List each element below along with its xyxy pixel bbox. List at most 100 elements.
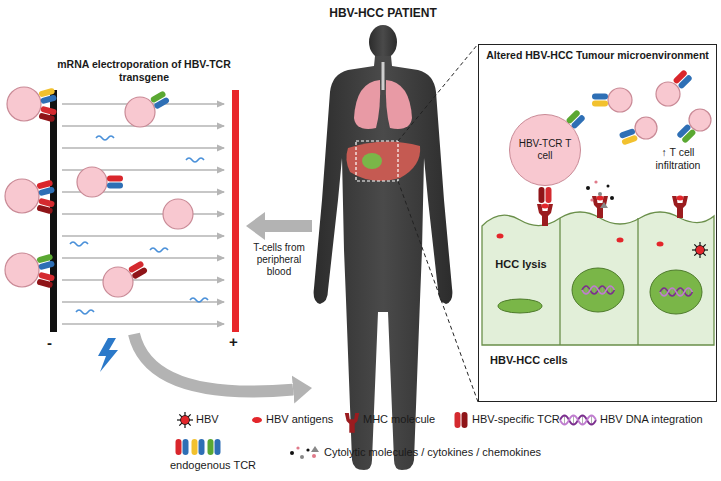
mrna-strand [76,310,94,314]
legend-text: MHC molecule [363,413,435,426]
receptor [619,128,638,146]
t-cell [163,199,193,229]
cytolytic-molecules [594,180,597,183]
t-cell [103,267,133,297]
positive-electrode [232,90,239,332]
electroporation-field [62,213,224,214]
cell-group-label: HBV-HCC cells [490,354,568,367]
panel-heading: mRNA electroporation of HBV-TCR transgen… [44,58,244,83]
t-cell [5,179,39,213]
legend-text: HBV antigens [266,413,333,426]
electroporation-field [62,104,224,324]
hbv-antigen [497,234,504,239]
electroporation-field [62,279,224,280]
hbv-antigen [657,242,664,247]
hbv-antigen [677,196,684,201]
receptor [38,88,57,105]
hcc-cells [498,299,542,313]
patient-silhouette [314,56,453,470]
cytolytic-molecules [600,202,608,208]
t-cell [7,87,41,121]
connector-arrow [265,220,312,232]
receptor [36,254,55,271]
cytolytic-molecules [607,185,610,188]
legend-sample [455,412,468,428]
legend-text: HBV DNA integration [600,413,703,426]
receptor [672,69,693,90]
legend-sample [306,448,309,451]
mrna-strand [70,242,88,246]
t-cell [77,167,107,197]
mhc-molecule [592,196,608,218]
hcc-cells [650,270,702,314]
patient-silhouette [362,153,382,169]
t-cell [635,117,657,139]
patient-silhouette [386,80,412,129]
lightning-bolt [98,338,118,372]
cell-label: HCC lysis [482,258,560,271]
legend-sample [252,417,262,423]
legend-sample [176,412,597,459]
cytolytic-molecules [586,186,590,190]
legend-sample [192,439,205,455]
legend-text: HBV-specific TCR [472,413,560,426]
annotation: ↑ T cell infiltration [642,146,714,171]
legend-sample [208,439,221,455]
cytolytic-molecules [586,180,614,208]
mhc-molecule [537,196,688,226]
electroporation-field [62,323,224,324]
hbv-antigen [597,196,604,201]
legend-sample [176,439,189,455]
zoom-line [398,181,478,402]
legend-sample [560,416,596,425]
legend-sample [345,413,359,433]
hcc-cells [637,218,638,345]
cytolytic-molecules [590,198,593,201]
hcc-cells [559,218,560,345]
hbv-antigen [497,196,684,247]
legend-text: HBV [196,413,219,426]
zoom-line [398,44,478,402]
cytolytic-molecules [598,192,602,196]
legend-text: Cytolytic molecules / cytokines / chemok… [324,446,541,459]
electroporation-field [62,257,224,258]
cell-label: HBV-TCR T cell [516,138,574,162]
hbv-antigen [617,238,624,243]
t-cell [5,87,193,297]
legend-sample [290,451,294,455]
electroporation-panel: mRNA electroporation of HBV-TCR transgen… [42,58,246,334]
legend-sample [300,455,304,459]
receptor [36,272,55,289]
patient-silhouette [314,25,453,470]
electrode-sign: - [47,334,52,352]
hcc-cell: HCC lysis [482,222,560,345]
mhc-molecule [537,204,553,226]
tumour-microenvironment-box: Altered HBV-HCC Tumour microenvironmentH… [478,44,717,402]
patient-silhouette [354,80,380,129]
receptor [128,260,148,279]
patient-silhouette [369,25,397,59]
patient-figure: HBV-HCC PATIENT [312,4,454,472]
connector-arrow [134,334,293,392]
electroporation-field [62,147,224,148]
receptor [38,106,57,123]
receptor [150,90,170,109]
hcc-cells [660,288,692,296]
mhc-molecule [672,196,688,218]
patient-silhouette [356,141,398,181]
legend-sample [296,446,299,449]
t-cell [5,253,39,287]
legend-sample [312,454,316,458]
legend-sample [177,412,193,428]
hcc-cells [582,286,614,294]
hcc-cells [572,268,624,312]
receptor [36,180,55,197]
patient-silhouette [346,141,420,180]
legend-text: endogenous TCR [170,459,256,472]
t-cell [608,82,711,139]
cytolytic-molecules [610,196,614,200]
box-heading: Altered HBV-HCC Tumour microenvironment [482,49,713,62]
